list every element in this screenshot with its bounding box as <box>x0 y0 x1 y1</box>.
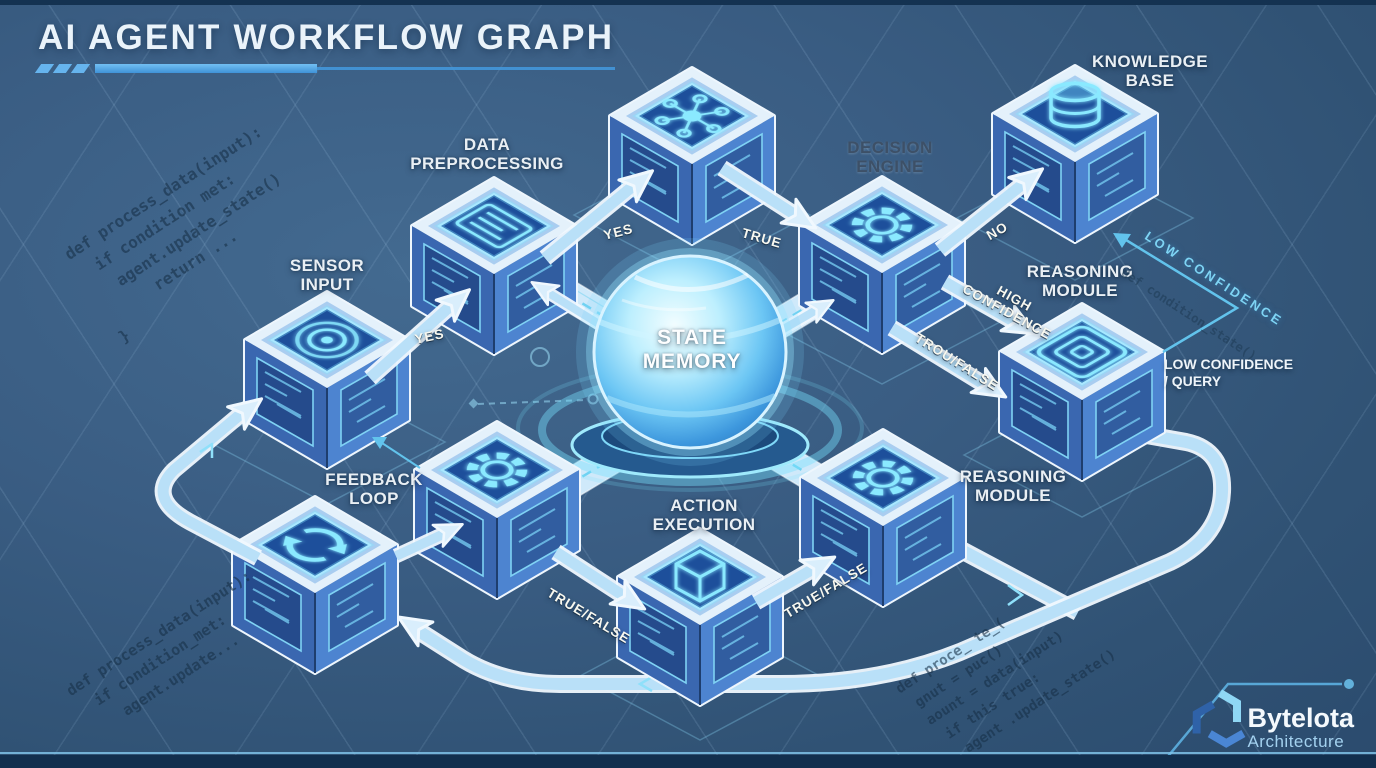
brand-block: Bytelota Architecture <box>1185 702 1354 752</box>
label-state-memory: STATE MEMORY <box>642 326 742 373</box>
node-feedback-loop-cube <box>233 497 397 673</box>
node-data-preprocessing-cube <box>412 178 576 354</box>
edge-preprocessing-to-hub-arrow <box>539 158 663 265</box>
title-underline <box>34 64 615 73</box>
edge-low-confidence-arrow <box>1113 233 1240 354</box>
workflow-arrows <box>154 156 1053 623</box>
label-reasoning-module-lower: REASONING MODULE <box>959 467 1067 506</box>
edge-action-to-reasoning-arrow <box>751 543 844 610</box>
network-hub-icon <box>654 94 730 138</box>
node-hub-cube <box>610 68 774 244</box>
edge-feedback-to-sensor-arrow <box>154 386 272 566</box>
edge-reasoning-to-feedback-arrow <box>389 421 1232 693</box>
edge-hub-to-decision-arrow <box>717 160 825 242</box>
edge-decision-to-knowledge-arrow <box>934 156 1053 257</box>
node-action-execution-cube <box>618 529 782 705</box>
refresh-loop-icon <box>283 528 347 562</box>
edge-decision-to-reasoning-truefalse-arrow <box>887 320 1015 411</box>
database-icon <box>1049 81 1101 129</box>
note-low-confidence-query: LOW CONFIDENCE / QUERY <box>1164 356 1294 389</box>
document-icon <box>455 203 533 249</box>
edge-decision-to-reasoning-high-arrow <box>940 274 1045 348</box>
label-knowledge-base: KNOWLEDGE BASE <box>1092 52 1208 91</box>
top-frame <box>0 0 1376 5</box>
edge-feedback-to-gear-arrow <box>392 512 469 563</box>
bottom-frame-line <box>0 751 1376 754</box>
label-data-preprocessing: DATA PREPROCESSING <box>410 135 564 174</box>
node-reasoning-module-upper-cube <box>1000 304 1164 480</box>
label-decision-engine: DECISION ENGINE <box>847 138 933 177</box>
page-title: AI AGENT WORKFLOW GRAPH <box>38 18 615 57</box>
circuit-trace <box>468 347 599 409</box>
radar-icon <box>295 321 359 359</box>
small-feedback-arrow <box>372 437 421 469</box>
node-knowledge-base-cube <box>993 66 1157 242</box>
label-action-execution: ACTION EXECUTION <box>652 496 756 535</box>
node-decision-engine-cube <box>800 177 964 353</box>
node-sensor-input-cube <box>245 292 409 468</box>
label-reasoning-module-upper: REASONING MODULE <box>1026 262 1134 301</box>
bottom-frame <box>0 755 1376 768</box>
state-memory-sphere <box>576 238 804 466</box>
edge-sensor-to-preprocessing-arrow <box>364 277 481 385</box>
maze-icon <box>1036 325 1128 379</box>
package-icon <box>674 549 726 603</box>
corner-trace <box>1159 679 1354 767</box>
label-feedback-loop: FEEDBACK LOOP <box>325 470 423 509</box>
brand-name: Bytelota <box>1247 702 1354 733</box>
node-reasoning-module-lower-cube <box>801 430 965 606</box>
node-feedback-gear-cube <box>415 422 579 598</box>
label-sensor-input: SENSOR INPUT <box>289 256 365 295</box>
edge-gear-to-action-arrow <box>551 544 654 623</box>
brand-tagline: Architecture <box>1247 732 1345 751</box>
